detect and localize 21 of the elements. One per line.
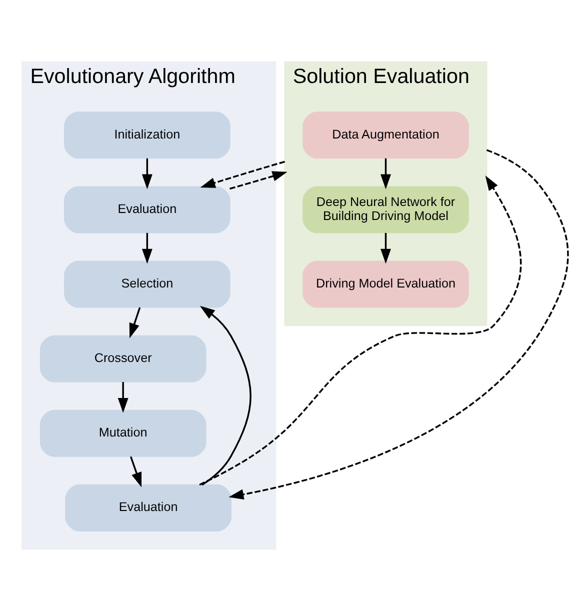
node-box: Initialization [64,112,230,159]
node-box: Data Augmentation [302,112,469,159]
node-box: Evaluation [65,484,232,532]
arrow [200,306,252,486]
arrow [142,158,152,190]
arrow [380,232,391,264]
arrow [200,160,286,188]
node-box: Mutation [40,410,206,457]
node-box: Evaluation [64,186,230,234]
arrow [380,158,391,190]
arrow [199,176,522,486]
arrow [130,456,142,488]
arrow [228,149,569,500]
node-box: Selection [64,260,230,308]
node-box: Crossover [40,335,206,382]
node-box: Driving Model Evaluation [302,260,469,308]
arrow [142,232,152,264]
arrow [230,171,288,190]
arrow [129,307,141,338]
arrow [118,382,128,413]
node-box: Deep Neural Network for Building Driving Model [302,186,469,234]
